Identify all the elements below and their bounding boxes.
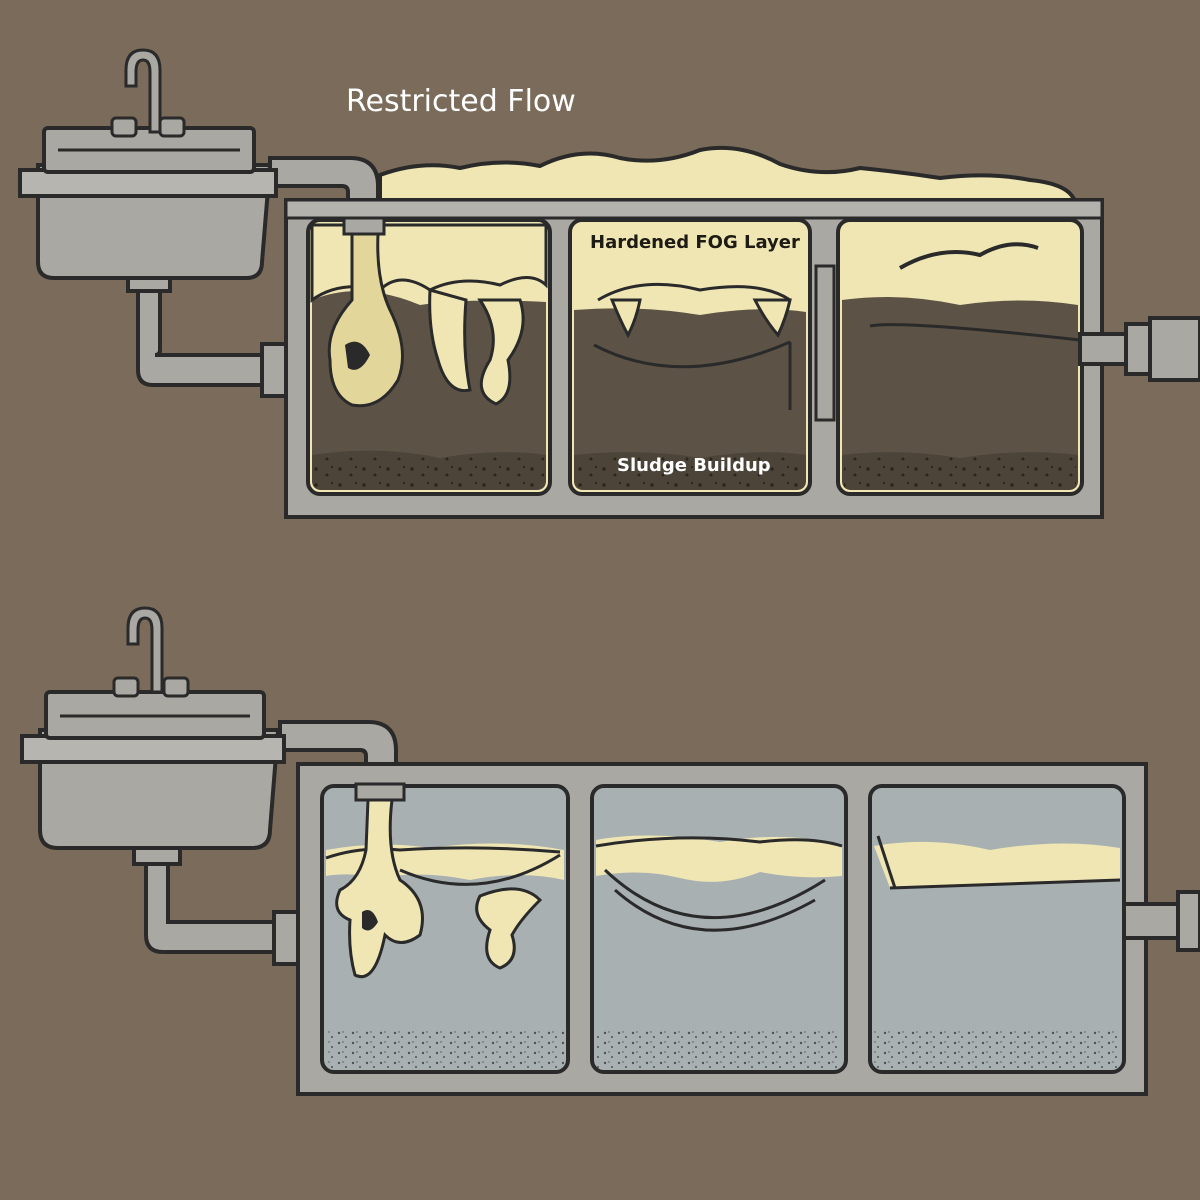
faucet-icon — [112, 606, 190, 698]
pipe-flange — [132, 846, 182, 866]
chamber-1 — [306, 216, 552, 496]
chamber-1 — [320, 782, 570, 1074]
chamber-3 — [836, 218, 1084, 496]
sink-icon — [18, 126, 278, 280]
faucet-icon — [110, 48, 186, 138]
fog-layer-label: Hardened FOG Layer — [590, 232, 800, 253]
chamber-2 — [590, 784, 848, 1074]
chamber-3 — [868, 784, 1126, 1074]
overflow-pipe — [278, 720, 398, 768]
sink-icon — [20, 690, 286, 850]
pipe-coupling — [260, 342, 288, 398]
pipe-coupling — [272, 910, 300, 966]
sludge-label: Sludge Buildup — [617, 455, 771, 476]
drain-pipe — [144, 858, 282, 954]
drain-pipe — [136, 280, 270, 387]
diagram-title: Restricted Flow — [346, 84, 576, 119]
overflow-grease — [378, 145, 1078, 204]
baffle — [814, 264, 836, 422]
clean-trap-scene — [20, 606, 1200, 1096]
tank-lid-bar — [284, 198, 1104, 220]
outlet-pipe — [1078, 316, 1200, 382]
chamber-2 — [568, 218, 812, 496]
clogged-trap-scene — [18, 48, 1200, 519]
outlet-pipe — [1122, 890, 1200, 952]
inlet-grease-flow — [335, 798, 424, 978]
overflow-pipe — [268, 156, 380, 204]
